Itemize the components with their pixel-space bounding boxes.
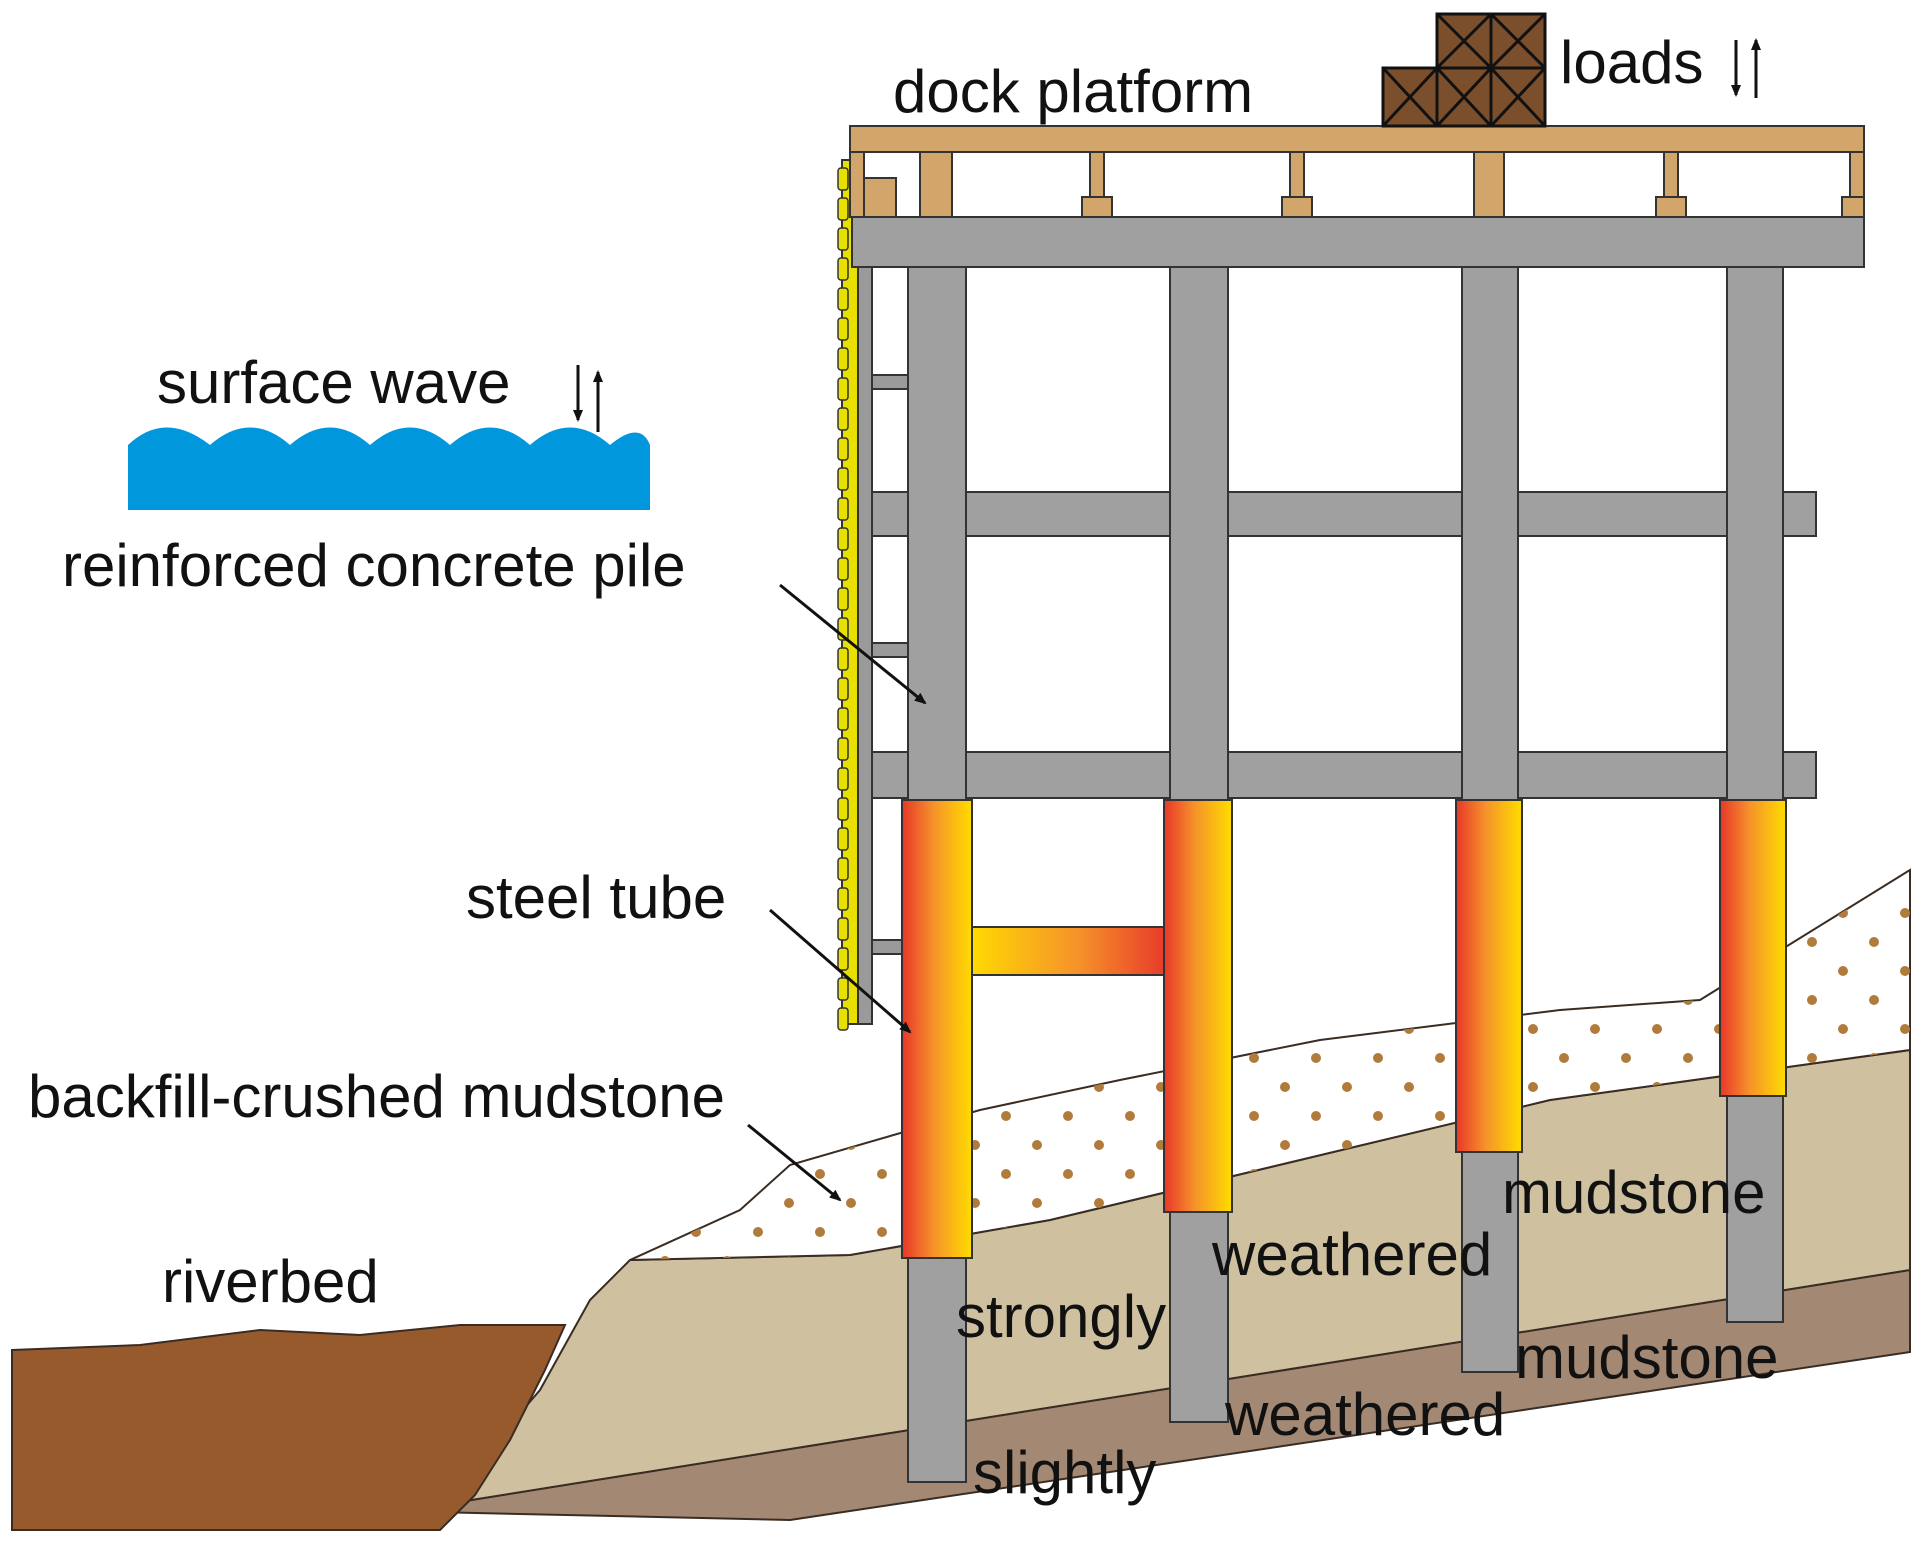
fender-segment bbox=[837, 587, 849, 611]
crate-icon bbox=[1381, 12, 1547, 128]
fender-segment bbox=[837, 407, 849, 431]
fender-segment bbox=[837, 887, 849, 911]
fender-segment bbox=[837, 527, 849, 551]
arrow-backfill bbox=[747, 1123, 842, 1202]
label-slightly: slightly bbox=[973, 1439, 1156, 1506]
fender-segment bbox=[837, 317, 849, 341]
label-mudstone-upper: mudstone bbox=[1502, 1159, 1766, 1226]
steel-tube-2 bbox=[1163, 799, 1233, 1213]
label-weathered-upper: weathered bbox=[1211, 1221, 1492, 1288]
label-steel-tube: steel tube bbox=[466, 864, 726, 931]
label-loads: loads bbox=[1560, 29, 1703, 96]
label-weathered-lower: weathered bbox=[1224, 1381, 1505, 1448]
arrow-steel-tube bbox=[769, 908, 912, 1034]
riverbed-layer bbox=[11, 1324, 567, 1531]
fender-segment bbox=[837, 677, 849, 701]
fender-segment bbox=[837, 707, 849, 731]
label-reinforced-concrete-pile: reinforced concrete pile bbox=[62, 532, 686, 599]
fender-segment bbox=[837, 467, 849, 491]
surface-wave bbox=[128, 365, 650, 510]
fender-segment bbox=[837, 437, 849, 461]
fender-segment bbox=[837, 737, 849, 761]
fender-segment bbox=[837, 767, 849, 791]
fender-segment bbox=[837, 647, 849, 671]
up-down-arrows-icon bbox=[573, 365, 603, 432]
fender-segment bbox=[837, 857, 849, 881]
label-mudstone-lower: mudstone bbox=[1515, 1324, 1779, 1391]
tie-beam-upper bbox=[871, 491, 1817, 537]
label-riverbed: riverbed bbox=[162, 1248, 379, 1315]
fender-segment bbox=[837, 287, 849, 311]
label-dock-platform: dock platform bbox=[893, 58, 1253, 125]
fender-segment bbox=[837, 797, 849, 821]
fender-segment bbox=[837, 227, 849, 251]
fender-segment bbox=[837, 497, 849, 521]
arrow-concrete-pile bbox=[779, 583, 927, 705]
pile-cap-beam bbox=[851, 216, 1865, 268]
fender-segment bbox=[837, 257, 849, 281]
steel-tube-3 bbox=[1455, 799, 1523, 1153]
fender-segment bbox=[837, 1007, 849, 1031]
fender-segment bbox=[837, 347, 849, 371]
dock-platform bbox=[849, 125, 1865, 218]
steel-tubes bbox=[901, 799, 1787, 1259]
fender-segment bbox=[837, 557, 849, 581]
fender-segment bbox=[837, 977, 849, 1001]
steel-tube-4 bbox=[1719, 799, 1787, 1097]
leader-arrows bbox=[747, 583, 927, 1202]
label-backfill: backfill-crushed mudstone bbox=[28, 1063, 725, 1130]
fender-segment bbox=[837, 827, 849, 851]
fender-segment bbox=[837, 197, 849, 221]
up-down-arrows-icon bbox=[1731, 38, 1761, 98]
steel-tube-brace bbox=[965, 926, 1171, 976]
fender-segments bbox=[837, 167, 849, 1031]
label-strongly: strongly bbox=[956, 1283, 1166, 1350]
tie-beam-lower bbox=[871, 751, 1817, 799]
fender-wall bbox=[837, 159, 911, 1031]
steel-tube-1 bbox=[901, 799, 973, 1259]
fender-segment bbox=[837, 167, 849, 191]
label-surface-wave: surface wave bbox=[157, 349, 511, 416]
labels: dock platform loads surface wave reinfor… bbox=[28, 29, 1779, 1506]
fender-segment bbox=[837, 947, 849, 971]
concrete-pile-4 bbox=[1726, 266, 1784, 1323]
fender-segment bbox=[837, 917, 849, 941]
fender-segment bbox=[837, 377, 849, 401]
water-body bbox=[128, 427, 650, 510]
